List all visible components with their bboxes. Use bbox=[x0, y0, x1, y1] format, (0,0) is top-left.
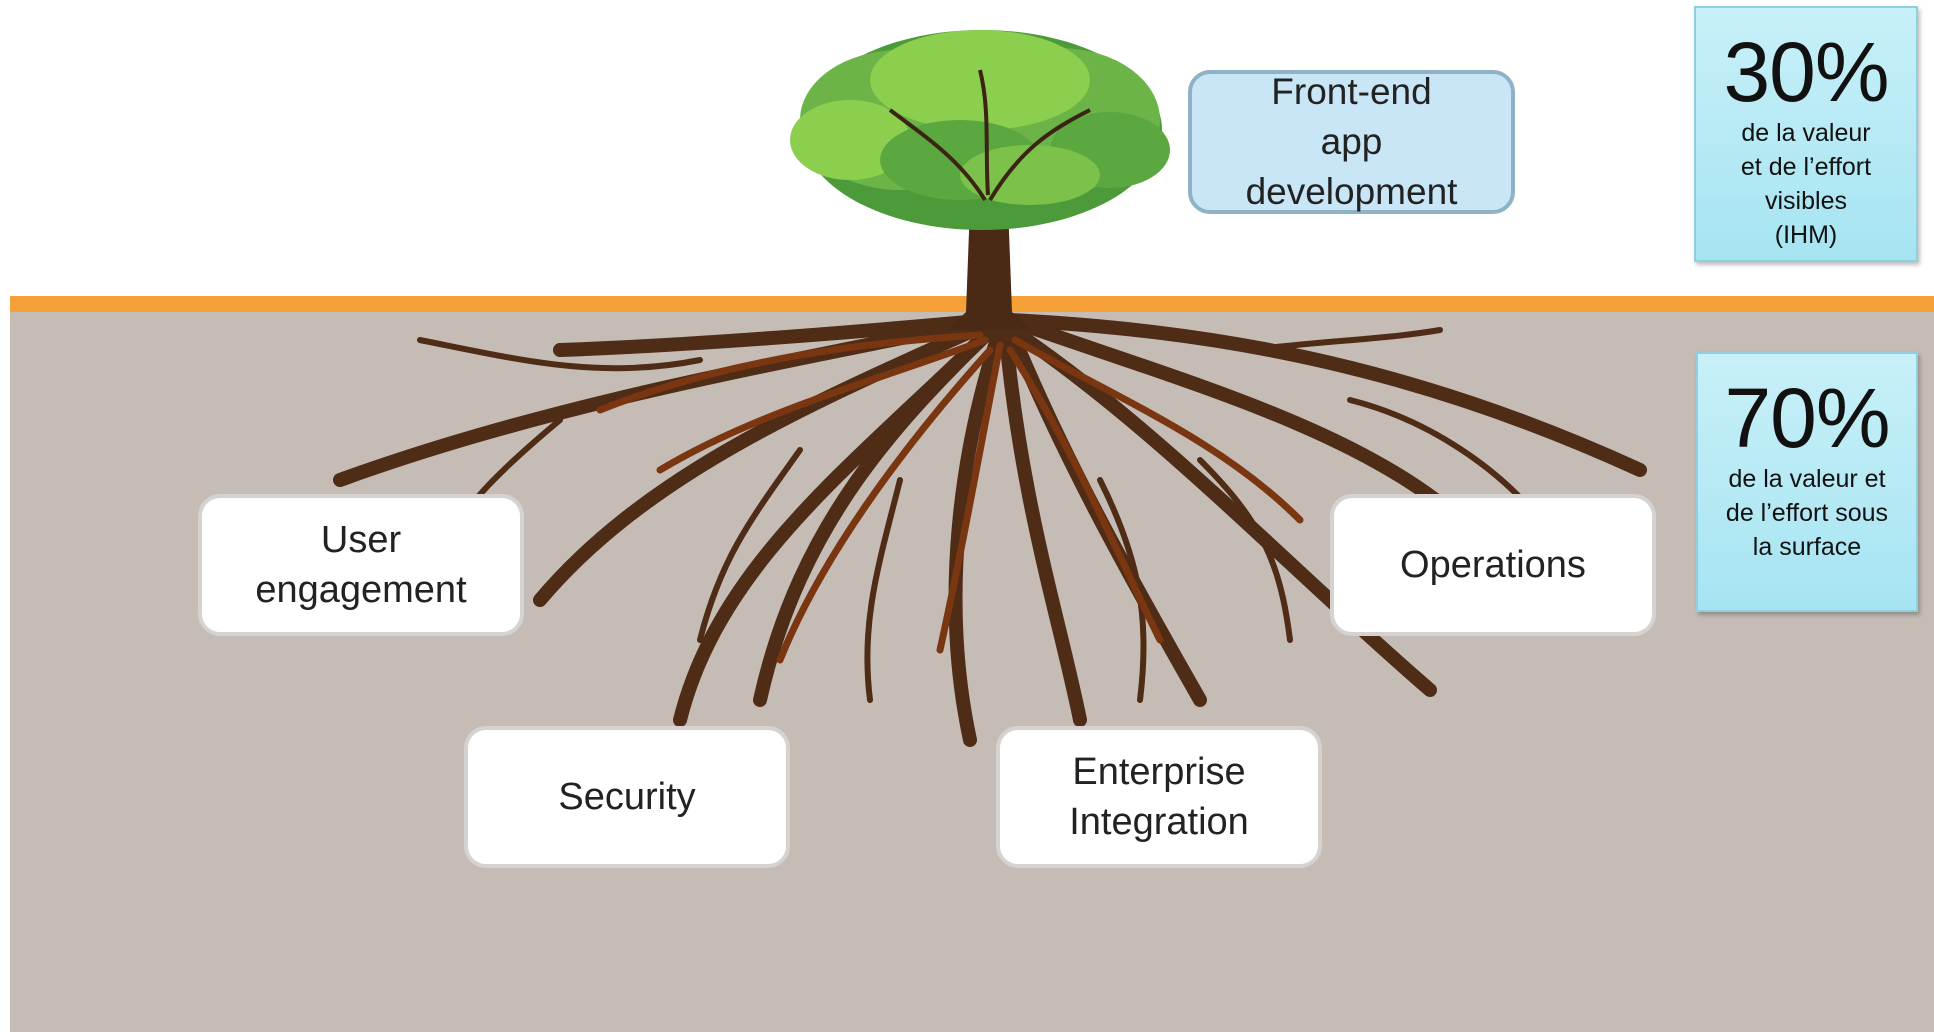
front-end-box: Front-end app development bbox=[1188, 70, 1515, 214]
operations-box: Operations bbox=[1330, 494, 1656, 636]
security-label: Security bbox=[558, 776, 696, 818]
enterprise-integration-line-2: Integration bbox=[1069, 801, 1249, 843]
visible-caption-line-3: visibles bbox=[1765, 187, 1847, 215]
visible-percent: 30% bbox=[1723, 25, 1889, 119]
visible-caption-line-4: (IHM) bbox=[1774, 221, 1838, 249]
front-end-line-2: app bbox=[1320, 121, 1383, 162]
front-end-line-1: Front-end bbox=[1271, 71, 1432, 112]
below-caption-line-2: de l’effort sous bbox=[1725, 499, 1889, 527]
below-caption-line-1: de la valeur et bbox=[1728, 465, 1886, 493]
enterprise-integration-box: Enterprise Integration bbox=[996, 726, 1322, 868]
user-engagement-line-1: User bbox=[320, 519, 402, 561]
front-end-line-3: development bbox=[1245, 171, 1458, 212]
enterprise-integration-line-1: Enterprise bbox=[1072, 751, 1246, 793]
visible-caption-line-1: de la valeur bbox=[1741, 119, 1871, 147]
operations-label: Operations bbox=[1400, 544, 1586, 586]
visible-stat-card: 30% de la valeur et de l’effort visibles… bbox=[1694, 6, 1918, 262]
visible-caption-line-2: et de l’effort bbox=[1740, 153, 1872, 181]
below-percent: 70% bbox=[1724, 371, 1890, 465]
user-engagement-line-2: engagement bbox=[255, 569, 467, 611]
visible-caption: de la valeur et de l’effort visibles (IH… bbox=[1696, 116, 1916, 252]
security-box: Security bbox=[464, 726, 790, 868]
below-surface-stat-card: 70% de la valeur et de l’effort sous la … bbox=[1696, 352, 1918, 612]
below-caption: de la valeur et de l’effort sous la surf… bbox=[1698, 462, 1916, 564]
tree-foliage bbox=[790, 30, 1170, 230]
below-caption-line-3: la surface bbox=[1752, 533, 1862, 561]
user-engagement-box: User engagement bbox=[198, 494, 524, 636]
